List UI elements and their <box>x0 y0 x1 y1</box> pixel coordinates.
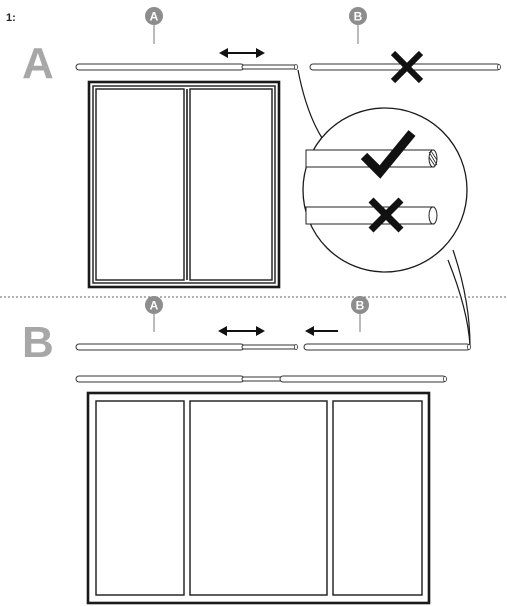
left-arrow-icon <box>305 326 338 336</box>
rod-b-bottom <box>303 343 471 351</box>
window-two-pane <box>87 80 281 289</box>
rod-a-bottom <box>75 343 298 351</box>
rod-a-top <box>75 63 298 71</box>
double-arrow-icon-bottom <box>218 326 265 336</box>
callout-b-top: B <box>349 7 367 44</box>
cross-icon-zoom <box>368 197 404 233</box>
callout-b-top-letter: B <box>354 10 363 24</box>
callout-a-top-letter: A <box>150 10 159 24</box>
rod-combined <box>75 375 447 383</box>
cross-icon-top <box>390 50 424 84</box>
window-three-pane <box>86 391 431 605</box>
rod-end-wrong <box>305 206 438 225</box>
section-b-letter: B <box>22 318 54 367</box>
callout-a-bottom-letter: A <box>150 299 159 313</box>
double-arrow-icon-top <box>219 48 265 58</box>
callout-a-bottom: A <box>145 296 163 332</box>
checkmark-icon <box>360 130 416 179</box>
zoom-callout <box>297 69 471 347</box>
section-a-letter: A <box>22 39 54 88</box>
callout-b-bottom-letter: B <box>356 299 365 313</box>
callout-b-bottom: B <box>351 296 369 332</box>
step-number: 1: <box>6 12 16 24</box>
callout-a-top: A <box>145 7 163 44</box>
